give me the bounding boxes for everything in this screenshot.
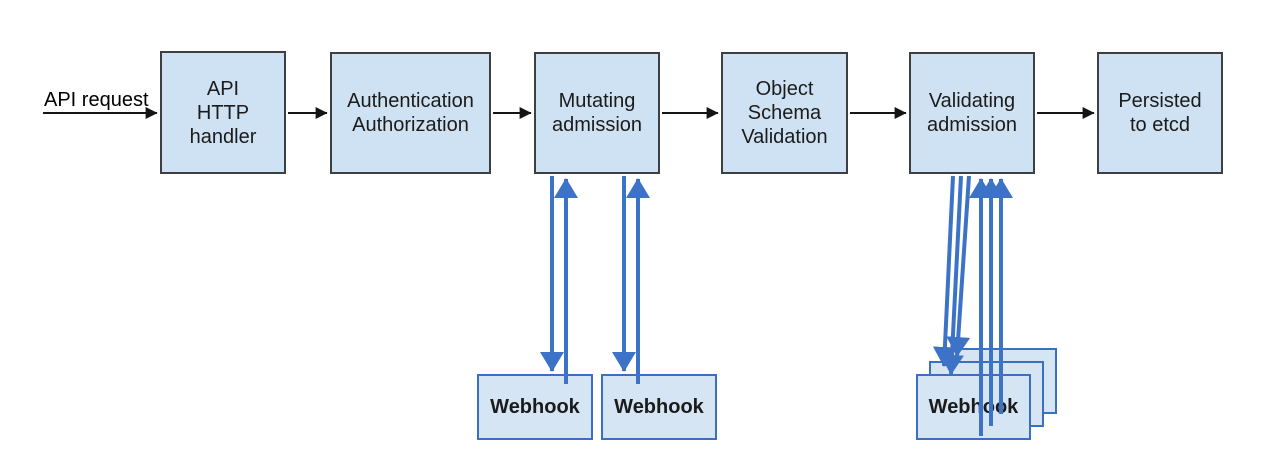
webhook-box-validating: Webhook xyxy=(916,374,1031,440)
webhook-label: Webhook xyxy=(614,395,704,418)
node-label: Validating admission xyxy=(926,90,1018,136)
webhook-box-mutating-1: Webhook xyxy=(477,374,593,440)
node-label: Object Schema Validation xyxy=(741,78,828,148)
node-persisted-to-etcd: Persisted to etcd xyxy=(1097,52,1223,174)
webhook-label: Webhook xyxy=(928,395,1019,418)
validating-webhook-down-arrow-2 xyxy=(939,175,964,375)
node-label: Persisted to etcd xyxy=(1118,90,1202,136)
webhook-box-mutating-2: Webhook xyxy=(601,374,717,440)
node-api-http-handler: API HTTP handler xyxy=(160,51,286,174)
node-mutating-admission: Mutating admission xyxy=(534,52,660,174)
node-label: API HTTP handler xyxy=(189,77,257,148)
validating-webhook-down-arrow-1 xyxy=(932,175,957,367)
api-request-label: API request xyxy=(44,89,149,111)
validating-webhook-down-arrow-3 xyxy=(946,175,971,357)
node-label: Authentication Authorization xyxy=(347,90,474,136)
webhook-label: Webhook xyxy=(490,395,580,418)
node-object-schema-validation: Object Schema Validation xyxy=(721,52,848,174)
node-authentication-authorization: Authentication Authorization xyxy=(330,52,491,174)
node-validating-admission: Validating admission xyxy=(909,52,1035,174)
node-label: Mutating admission xyxy=(551,90,643,136)
